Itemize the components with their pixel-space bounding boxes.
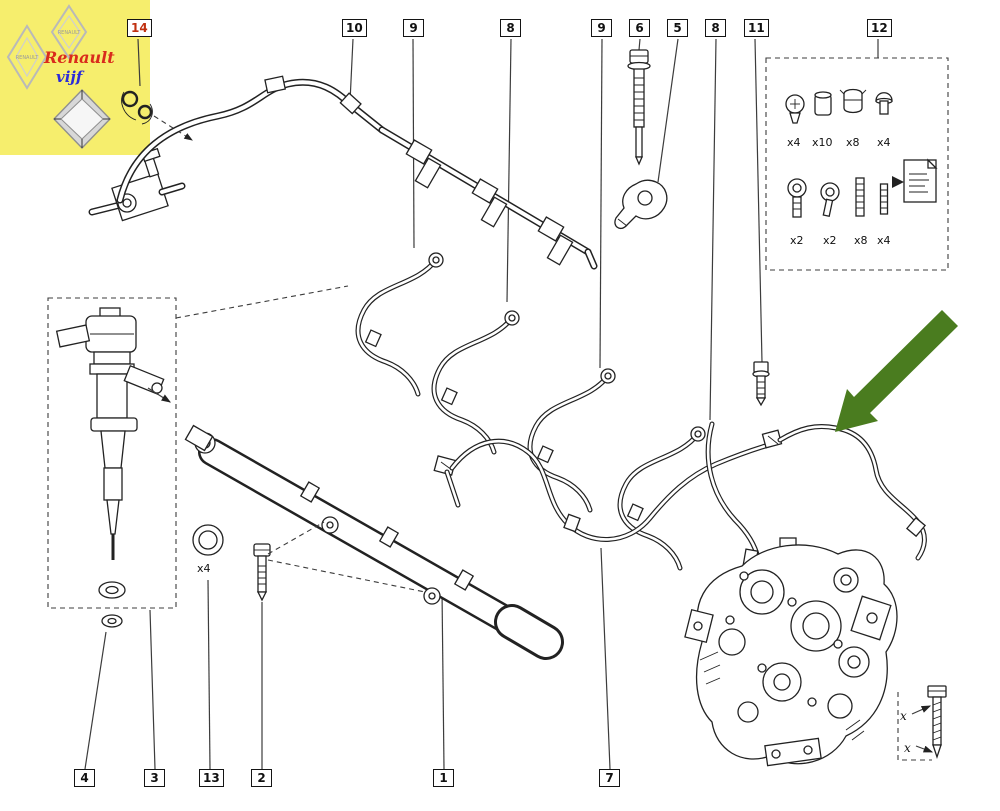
callout-6: 6 bbox=[629, 19, 650, 37]
injector-pipe-3 bbox=[530, 368, 616, 510]
fork-clamp bbox=[614, 179, 668, 230]
callout-4: 4 bbox=[74, 769, 95, 787]
callout-1: 1 bbox=[433, 769, 454, 787]
kit-ring-stud-icon bbox=[787, 178, 807, 218]
callout-8a: 8 bbox=[500, 19, 521, 37]
kit-qty-2: x10 bbox=[812, 136, 833, 149]
return-hose-assembly bbox=[88, 75, 386, 222]
kit-countersunk-screw-icon bbox=[785, 94, 805, 124]
brand-panel: RENAULT RENAULT Renault vijf bbox=[0, 0, 150, 155]
injector-pipes bbox=[358, 252, 706, 568]
callout-13: 13 bbox=[199, 769, 224, 787]
callout-2: 2 bbox=[251, 769, 272, 787]
callout-9a: 9 bbox=[403, 19, 424, 37]
bolt-dimension-detail: x x bbox=[897, 685, 947, 761]
injector-pipe-4 bbox=[620, 426, 706, 568]
rail-bolt bbox=[253, 521, 426, 602]
kit-qty-6: x2 bbox=[823, 234, 837, 247]
kit-cap-nut-icon bbox=[814, 91, 832, 116]
kit-sealing-plug-icon bbox=[875, 92, 893, 115]
callout-9b: 9 bbox=[591, 19, 612, 37]
fuel-rail bbox=[184, 424, 564, 660]
supply-pipe-7 bbox=[449, 429, 783, 542]
callout-8b: 8 bbox=[705, 19, 726, 37]
clamp-part-14 bbox=[121, 90, 193, 141]
callout-3: 3 bbox=[144, 769, 165, 787]
kit-small-stud-icon bbox=[879, 183, 889, 215]
kit-qty-7: x8 bbox=[854, 234, 868, 247]
kit-stud-icon bbox=[855, 177, 865, 217]
high-pressure-pump bbox=[684, 537, 898, 767]
fuel-injector bbox=[47, 285, 349, 628]
callout-12: 12 bbox=[867, 19, 892, 37]
diamond-badge-text-2: RENAULT bbox=[58, 30, 82, 36]
callout-10: 10 bbox=[342, 19, 367, 37]
seal-ring: x4 bbox=[192, 524, 224, 575]
diamond-badge-text-1: RENAULT bbox=[16, 55, 40, 61]
long-bolt bbox=[627, 49, 651, 166]
highlighted-pipe bbox=[777, 424, 927, 561]
repair-kit-box: x4 x10 x8 x4 x2 x2 x8 x4 bbox=[765, 57, 949, 271]
ring-qty-label: x4 bbox=[197, 562, 211, 575]
small-bolt bbox=[752, 361, 770, 407]
kit-clamp-icon bbox=[820, 182, 840, 218]
kit-booklet-icon bbox=[892, 158, 938, 203]
kit-clip-icon bbox=[839, 88, 867, 114]
callout-14: 14 bbox=[127, 19, 152, 37]
upper-pipe-rail bbox=[378, 126, 598, 270]
brand-subtitle: vijf bbox=[56, 68, 83, 86]
kit-qty-4: x4 bbox=[877, 136, 891, 149]
kit-qty-1: x4 bbox=[787, 136, 801, 149]
brand-name: Renault bbox=[44, 48, 115, 67]
kit-qty-3: x8 bbox=[846, 136, 860, 149]
renault-diamond-badge-1: RENAULT bbox=[6, 24, 48, 90]
pump-feed-pipe bbox=[705, 421, 761, 561]
injector-pipe-2 bbox=[434, 310, 520, 452]
callout-5: 5 bbox=[667, 19, 688, 37]
highlight-arrow bbox=[835, 310, 958, 432]
callout-7: 7 bbox=[599, 769, 620, 787]
brand-graphics: RENAULT RENAULT bbox=[6, 4, 111, 150]
dimension-label-x1: x bbox=[900, 709, 907, 723]
kit-qty-8: x4 bbox=[877, 234, 891, 247]
dimension-label-x2: x bbox=[904, 741, 911, 755]
callout-11: 11 bbox=[744, 19, 769, 37]
renault-3d-diamond-logo bbox=[53, 88, 111, 150]
renault-diamond-badge-2: RENAULT bbox=[50, 4, 88, 60]
injector-pipe-1 bbox=[358, 252, 444, 394]
kit-qty-5: x2 bbox=[790, 234, 804, 247]
